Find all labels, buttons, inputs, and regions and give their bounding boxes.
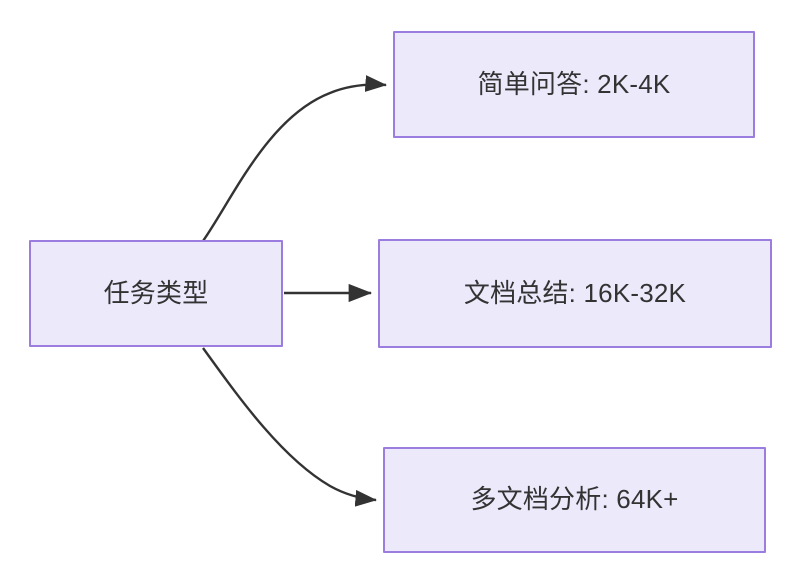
node-task-type[interactable]: 任务类型 [29,240,283,347]
node-doc-summary[interactable]: 文档总结: 16K-32K [378,239,772,348]
edge-source-to-simple-qa [202,75,387,242]
node-simple-qa[interactable]: 简单问答: 2K-4K [393,31,755,138]
node-doc-summary-label: 文档总结: 16K-32K [463,277,687,308]
node-multi-doc[interactable]: 多文档分析: 64K+ [383,447,766,553]
node-task-type-label: 任务类型 [103,277,209,308]
edge-source-to-multi-doc [202,347,377,507]
node-simple-qa-label: 简单问答: 2K-4K [477,68,671,99]
node-multi-doc-label: 多文档分析: 64K+ [470,484,679,515]
